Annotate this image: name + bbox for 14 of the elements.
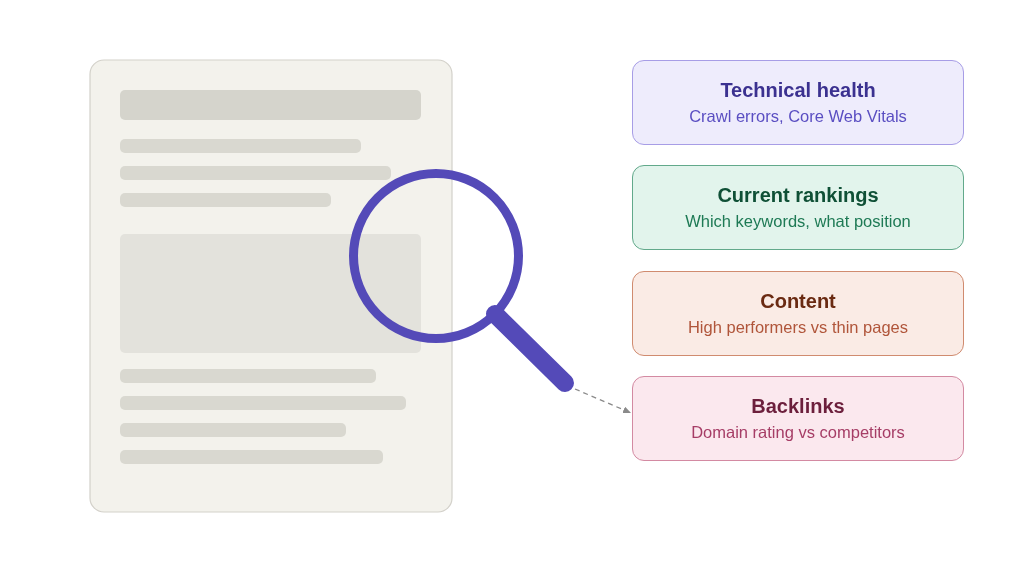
card-title: Technical health bbox=[720, 78, 876, 102]
card-subtitle: High performers vs thin pages bbox=[687, 317, 909, 338]
dashed-arrow bbox=[574, 388, 632, 414]
card-title: Current rankings bbox=[717, 183, 879, 207]
category-card bbox=[632, 271, 964, 356]
category-card bbox=[632, 165, 964, 250]
card-subtitle: Domain rating vs competitors bbox=[691, 422, 905, 443]
card-subtitle: Which keywords, what position bbox=[685, 211, 911, 232]
card-subtitle: Crawl errors, Core Web Vitals bbox=[689, 106, 907, 127]
card-title: Content bbox=[760, 289, 836, 313]
category-card bbox=[632, 60, 964, 145]
magnifying-glass bbox=[349, 169, 575, 393]
category-card bbox=[632, 376, 964, 461]
card-title: Backlinks bbox=[751, 394, 845, 418]
